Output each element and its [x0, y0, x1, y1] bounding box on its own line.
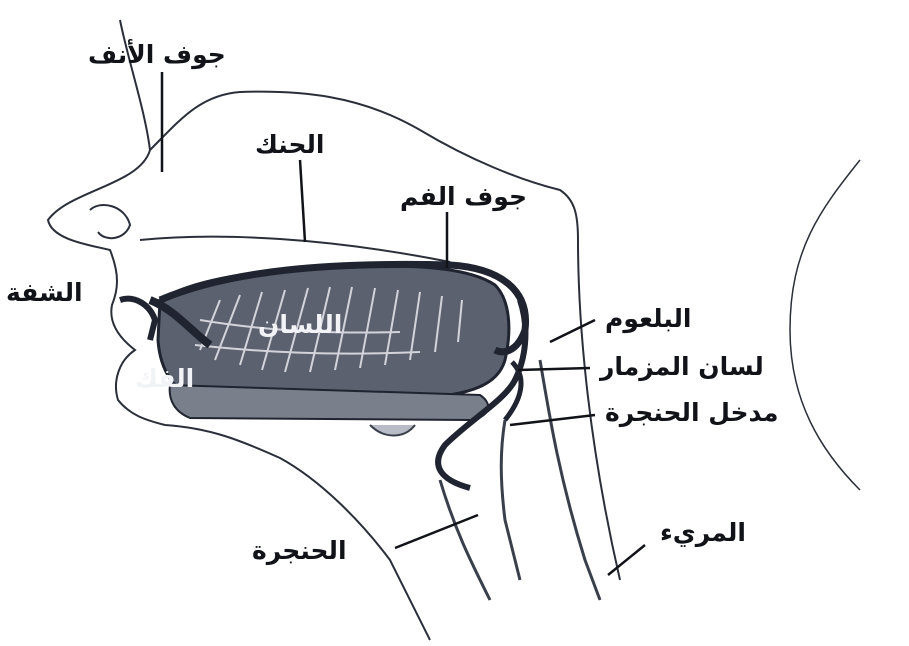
- pointer-palate: [300, 160, 305, 242]
- pointer-epiglottis: [518, 368, 590, 370]
- esophagus-tube: [540, 360, 600, 600]
- label-palate: الحنك: [255, 132, 324, 157]
- label-oral-cavity: جوف الفم: [400, 184, 527, 209]
- label-epiglottis: لسان المزمار: [600, 354, 764, 379]
- label-laryngeal-inlet: مدخل الحنجرة: [605, 400, 778, 425]
- pointer-pharynx: [550, 320, 595, 342]
- label-pharynx: البلعوم: [605, 306, 691, 331]
- nostril: [90, 205, 130, 238]
- label-lip: الشفة: [6, 280, 83, 305]
- hyoid: [370, 425, 415, 436]
- trachea: [440, 480, 490, 600]
- neck-outline: [790, 160, 860, 490]
- label-esophagus: المريء: [660, 520, 746, 545]
- label-nasal-cavity: جوف الأنف: [88, 42, 226, 67]
- pointer-larynx: [395, 515, 478, 548]
- palate-line: [140, 237, 450, 262]
- larynx-tube: [501, 420, 520, 580]
- label-larynx: الحنجرة: [252, 538, 347, 563]
- label-jaw: الفك: [135, 366, 194, 391]
- label-tongue: اللسان: [258, 312, 342, 337]
- upper-lip: [120, 299, 155, 340]
